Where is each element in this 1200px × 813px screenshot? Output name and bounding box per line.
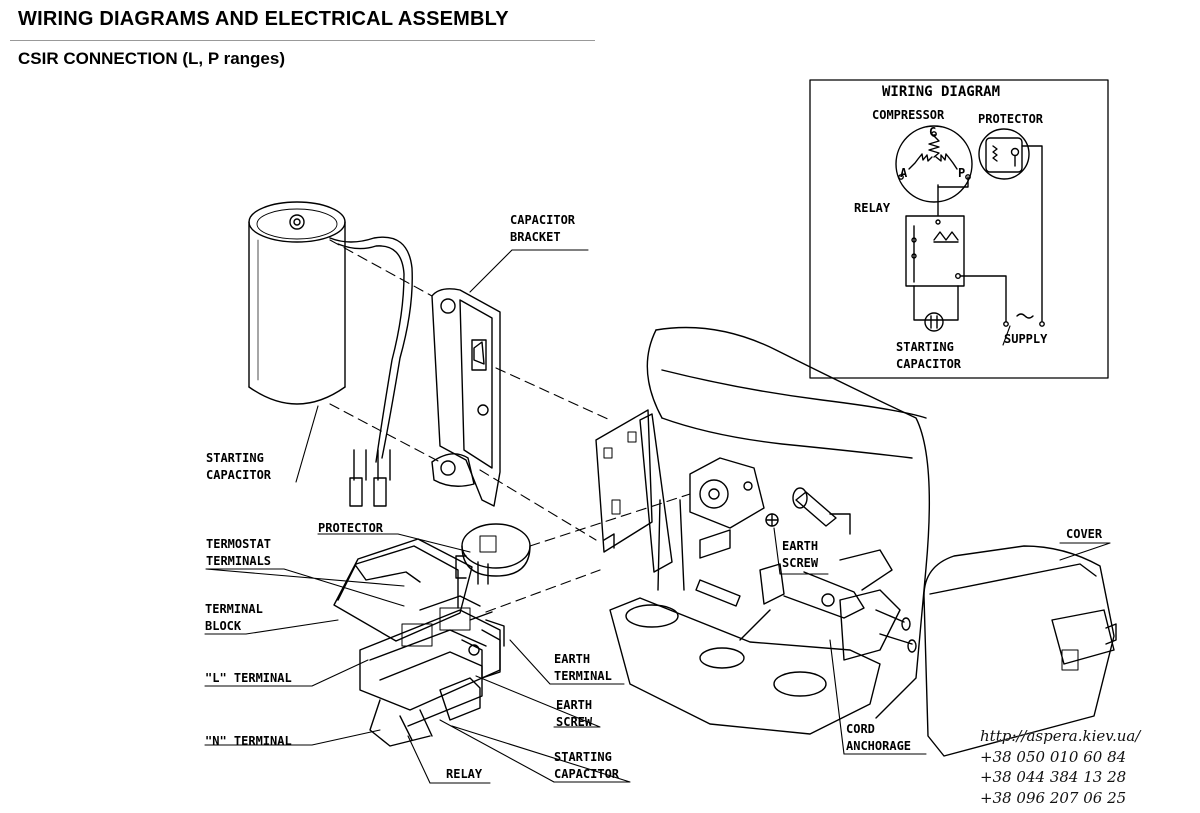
pipes-drawing [792,487,851,535]
wd-terminal-a: A [900,166,908,180]
wiring-diagram-frame [809,79,1109,379]
terminal-block-label: TERMINAL BLOCK [205,602,263,633]
compressor-drawing [609,326,931,735]
wd-relay-label: RELAY [854,201,891,215]
cover-drawing [923,545,1117,757]
capacitor-symbol [924,312,944,332]
wd-terminal-c: C [929,125,937,139]
supply-symbol [1003,313,1045,327]
n-terminal-label: "N" TERMINAL [205,734,292,748]
wd-protector-label: PROTECTOR [978,112,1044,126]
relay-label: RELAY [446,767,483,781]
terminal-bracket-drawing [595,409,765,559]
cover-label: COVER [1066,527,1103,541]
termostat-terminals-label: TERMOSTAT TERMINALS [206,537,272,568]
protector-symbol [978,128,1043,322]
earth-screw-label-right: EARTH SCREW [782,539,819,570]
terminal-block-drawing [333,538,505,747]
earth-screw-label-left: EARTH SCREW [556,698,593,729]
capacitor-bracket-drawing [431,288,501,507]
protector-label: PROTECTOR [318,521,384,535]
contact-phone-2: +38 044 384 13 28 [980,768,1127,786]
protector-drawing [455,523,531,585]
l-terminal-label: "L" TERMINAL [205,671,292,685]
earth-screw-right-drawing [765,513,779,527]
page-subtitle: CSIR CONNECTION (L, P ranges) [18,49,285,68]
starting-capacitor-label: STARTING CAPACITOR [206,451,272,482]
leader-lines [204,249,1111,784]
cord-anchorage-label: CORD ANCHORAGE [846,722,912,753]
compressor-symbol [895,125,973,203]
cord-anchorage-drawing [695,549,917,653]
contact-url: http://aspera.kiev.ua/ [980,727,1141,745]
wd-compressor-label: COMPRESSOR [872,108,945,122]
title-rule [10,40,595,41]
capacitor-bracket-label: CAPACITOR BRACKET [510,213,576,244]
wiring-diagram-title: WIRING DIAGRAM [882,84,1001,100]
wd-starting-capacitor-label: STARTING CAPACITOR [896,340,962,371]
starting-capacitor-bottom-label: STARTING CAPACITOR [554,750,620,781]
wd-terminal-p: P [958,166,966,180]
contact-phone-3: +38 096 207 06 25 [980,788,1127,807]
relay-symbol [905,176,1007,323]
wd-supply-label: SUPPLY [1004,332,1048,346]
assembly-guides [329,239,691,613]
starting-capacitor-drawing [248,201,413,507]
earth-terminal-label: EARTH TERMINAL [554,652,612,683]
contact-phone-1: +38 050 010 60 84 [980,747,1127,766]
contact-watermark: http://aspera.kiev.ua/ +38 050 010 60 84… [980,726,1140,808]
page-title: WIRING DIAGRAMS AND ELECTRICAL ASSEMBLY [18,8,509,30]
